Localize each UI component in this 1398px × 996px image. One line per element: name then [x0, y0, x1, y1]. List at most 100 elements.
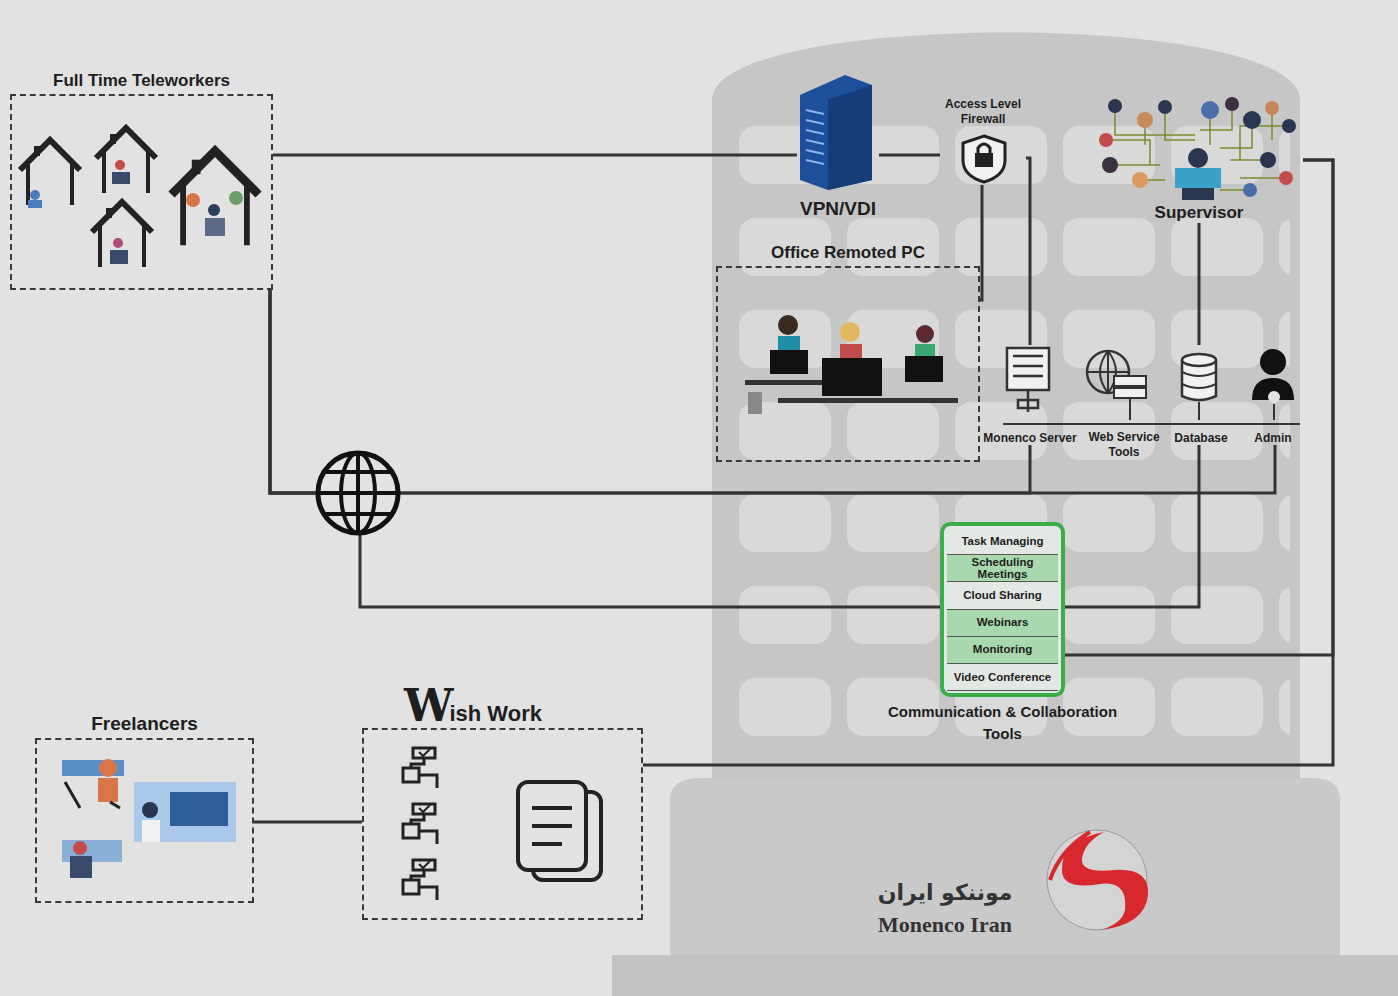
teleworker-houses-part: [229, 191, 243, 205]
teleworker-houses-part: [186, 193, 200, 207]
supervisor-people-part: [1182, 188, 1214, 200]
tool-item: Scheduling Meetings: [947, 555, 1058, 582]
teleworker-houses-part: [20, 140, 80, 205]
logo-letter: W: [404, 680, 449, 731]
server-rack-icons-part: [1013, 356, 1043, 412]
node-label: Database: [1174, 431, 1227, 445]
vpn-server-icon-part-part: [806, 140, 824, 144]
connector-line: [254, 821, 362, 824]
server-shelf: [1003, 423, 1300, 425]
server-rack-icons: [1007, 348, 1294, 420]
freelancer-figures-part: [65, 782, 120, 808]
office-pcs-part: [770, 350, 808, 374]
firewall-lock-icon: [963, 136, 1005, 182]
server-rack-icons-part: [1114, 388, 1146, 398]
teleworker-houses-part: [208, 204, 220, 216]
freelancer-figures-part: [142, 820, 160, 842]
vpn-server-icon-part: [806, 110, 824, 164]
vpn-server-icon-part-part: [806, 150, 824, 154]
teleworker-houses-part: [96, 128, 156, 193]
building: [612, 33, 1398, 996]
connector-line: [879, 154, 940, 157]
connector-line: [273, 154, 797, 157]
node-label: Office Remoted PC: [771, 243, 925, 263]
office-box: Office Remoted PC: [716, 266, 980, 462]
freelancer-figures-part: [62, 760, 124, 776]
supervisor-node: Supervisor: [1095, 96, 1303, 223]
node-label: Full Time Teleworkers: [53, 71, 230, 91]
freelancer-figures-part: [142, 802, 158, 818]
wish-work-box: Wish Work: [362, 728, 643, 920]
supervisor-people-part: [1099, 133, 1113, 147]
vpn-server-icon-part-part: [806, 160, 824, 164]
building-part: [725, 110, 1290, 760]
supervisor-people-part: [1243, 183, 1257, 197]
freelancer-figures: [62, 759, 236, 878]
admin-node: Admin: [1240, 345, 1306, 445]
teleworker-houses-part-part: [172, 151, 259, 245]
vpn-server-icon-part: [828, 85, 872, 190]
building-part: [712, 33, 1300, 791]
supervisor-people-part: [1108, 99, 1122, 113]
office-pcs-part: [778, 315, 798, 335]
office-pcs: [745, 315, 958, 414]
teleworker-houses-part: [115, 160, 125, 170]
wish-work-icons-part: [403, 748, 437, 788]
freelancer-figures-part: [73, 841, 87, 855]
wish-work-icons-part: [518, 782, 586, 870]
monenco-logo: [1047, 830, 1148, 930]
office-pcs-part: [916, 325, 934, 343]
teleworker-houses-part: [112, 172, 130, 184]
group-heading: Communication & Collaboration Tools: [873, 701, 1133, 745]
node-label: Web Service Tools: [1083, 430, 1165, 460]
freelancer-figures-part: [99, 759, 117, 777]
internet-globe: [318, 453, 398, 533]
logo-text: ish Work: [449, 701, 542, 727]
monenco-logo-part: [1050, 832, 1090, 880]
node-label: VPN/VDI: [800, 198, 876, 220]
firewall-lock-icon-part: [975, 153, 993, 167]
node-label: Access Level Firewall: [943, 97, 1023, 127]
server-rack-icons-part: [1114, 376, 1146, 386]
vpn-server-icon-part-part: [806, 120, 824, 124]
supervisor-people-part: [1265, 101, 1279, 115]
supervisor-people-part: [1158, 100, 1172, 114]
office-pcs-part: [905, 356, 943, 382]
tool-item: Task Managing: [947, 528, 1058, 555]
web-service-node: Web Service Tools: [1080, 345, 1168, 460]
monenco-logo-part: [1062, 832, 1148, 930]
vpn-server-icon-part-part: [806, 130, 824, 134]
office-pcs-part: [748, 392, 762, 414]
connector-line: [980, 185, 982, 300]
node-label: Admin: [1254, 431, 1291, 445]
teleworker-houses-part: [110, 250, 128, 264]
supervisor-people-part: [1225, 97, 1239, 111]
supervisor-people-part: [1279, 171, 1293, 185]
supervisor-people-part: [1137, 112, 1153, 128]
supervisor-people-part: [1188, 148, 1208, 168]
office-pcs-part: [840, 322, 860, 342]
connector-line: [1026, 158, 1030, 345]
internet-globe-part: [318, 453, 398, 533]
firewall-lock-icon-part: [978, 144, 990, 153]
connector-line: [1065, 160, 1333, 655]
node-label: Freelancers: [91, 713, 198, 735]
connector-line: [643, 160, 1333, 765]
supervisor-network-part: [1108, 104, 1288, 190]
wish-work-icons: [403, 748, 601, 900]
connector-line: [270, 290, 1275, 493]
server-node: Monenco Server: [980, 345, 1079, 445]
freelancer-figures-part: [134, 782, 236, 842]
wish-work-icons-part: [532, 808, 572, 844]
teleworker-houses-part: [92, 202, 152, 267]
server-rack-icons-part: [1273, 404, 1275, 420]
teleworker-houses-part: [113, 238, 123, 248]
freelancer-figures-part: [98, 778, 118, 802]
tool-item: Monitoring: [947, 637, 1058, 664]
server-rack-icons-part: [1268, 391, 1280, 403]
firewall-node: Access Level Firewall: [940, 97, 1026, 185]
teleworker-houses-part: [28, 200, 42, 208]
